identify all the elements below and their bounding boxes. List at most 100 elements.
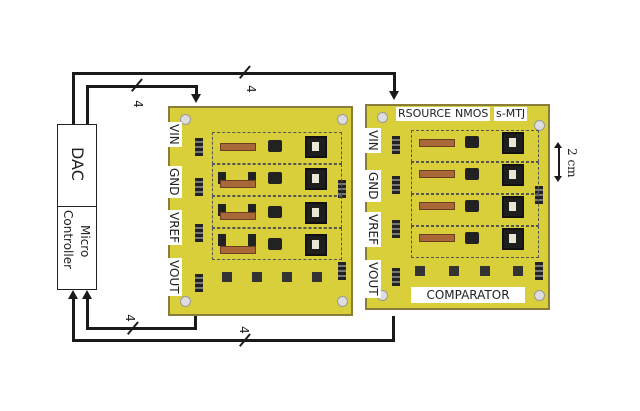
scale-bar-arrow-down	[554, 176, 562, 182]
pin-header	[392, 220, 400, 238]
cell-row	[212, 132, 342, 164]
resistor-socket	[218, 204, 226, 216]
bus-width-label: 4	[243, 85, 258, 93]
microcontroller-block: Micro Controller	[57, 206, 97, 290]
cell-row	[411, 130, 539, 162]
cell-row	[411, 226, 539, 258]
mount-screw	[337, 296, 348, 307]
arrow-to-mcu-outer	[68, 290, 78, 299]
comparator-chip	[252, 272, 262, 282]
resistor	[419, 139, 455, 147]
mount-screw	[534, 290, 545, 301]
mount-screw	[337, 114, 348, 125]
pin-label-vout: VOUT	[166, 258, 182, 296]
pin-header	[392, 268, 400, 286]
bus-bottom-inner-rise	[194, 316, 197, 330]
cell-row	[411, 194, 539, 226]
pin-header	[338, 262, 346, 280]
dac-label: DAC	[68, 147, 87, 181]
cell-row	[212, 196, 342, 228]
mtj-socket	[502, 228, 524, 250]
column-label-nmos: NMOS	[453, 107, 491, 121]
pin-header	[195, 138, 203, 156]
scale-bar-arrow-up	[554, 142, 562, 148]
dac-block: DAC	[57, 124, 97, 208]
resistor	[419, 234, 455, 242]
mtj-socket	[502, 196, 524, 218]
resistor-socket	[248, 172, 256, 184]
bus-top-inner-horizontal	[86, 85, 197, 88]
column-label-rsource: RSOURCE	[396, 107, 454, 121]
scale-bar-line	[558, 146, 560, 178]
resistor	[220, 180, 256, 188]
bus-top-inner-drop	[195, 85, 198, 95]
bus-width-label: 4	[236, 326, 251, 334]
pin-label-vref: VREF	[365, 212, 381, 248]
bus-bottom-outer-vertical	[72, 298, 75, 342]
nmos-transistor	[268, 206, 282, 218]
comparator-label: COMPARATOR	[411, 287, 525, 303]
nmos-transistor	[465, 200, 479, 212]
bus-top-inner-vertical	[86, 85, 89, 124]
resistor-socket	[248, 234, 256, 246]
bus-top-outer-vertical	[72, 72, 75, 124]
pin-header	[392, 136, 400, 154]
cell-row	[411, 162, 539, 194]
resistor-socket	[218, 234, 226, 246]
bus-top-outer-horizontal	[72, 72, 395, 75]
arrow-to-right-board	[389, 91, 399, 100]
bus-width-label: 4	[122, 314, 137, 322]
cell-row	[212, 228, 342, 260]
mount-screw	[534, 120, 545, 131]
arrow-to-left-board	[191, 94, 201, 103]
scale-bar-label: 2 cm	[565, 148, 579, 178]
resistor	[419, 170, 455, 178]
resistor	[220, 246, 256, 254]
resistor	[220, 212, 256, 220]
nmos-transistor	[465, 168, 479, 180]
comparator-chip	[480, 266, 490, 276]
column-label-smtj: s-MTJ	[494, 107, 528, 121]
resistor	[419, 202, 455, 210]
mtj-socket	[305, 136, 327, 158]
pin-header	[195, 224, 203, 242]
pin-label-gnd: GND	[365, 170, 381, 202]
pin-header	[338, 180, 346, 198]
pin-header	[195, 178, 203, 196]
mtj-socket	[305, 202, 327, 224]
nmos-transistor	[268, 140, 282, 152]
mtj-socket	[502, 132, 524, 154]
pin-label-vin: VIN	[365, 128, 381, 153]
controller-label: Controller	[61, 210, 75, 270]
bus-top-outer-drop	[393, 72, 396, 92]
mtj-socket	[305, 168, 327, 190]
pin-header	[392, 176, 400, 194]
nmos-transistor	[268, 172, 282, 184]
mount-screw	[180, 114, 191, 125]
pin-label-vref: VREF	[166, 210, 182, 246]
nmos-transistor	[268, 238, 282, 250]
mount-screw	[377, 112, 388, 123]
bus-bottom-outer-horizontal	[72, 339, 395, 342]
pin-header	[535, 262, 543, 280]
pcb-board-left	[168, 106, 353, 316]
pin-header	[535, 186, 543, 204]
nmos-transistor	[465, 232, 479, 244]
comparator-chip	[312, 272, 322, 282]
pin-header	[195, 274, 203, 292]
pin-label-vin: VIN	[166, 122, 182, 147]
comparator-chip	[513, 266, 523, 276]
comparator-chip	[222, 272, 232, 282]
bus-bottom-outer-rise	[392, 316, 395, 342]
comparator-chip	[415, 266, 425, 276]
pin-label-gnd: GND	[166, 166, 182, 198]
comparator-chip	[282, 272, 292, 282]
resistor-socket	[218, 172, 226, 184]
resistor-socket	[248, 204, 256, 216]
pcb-board-right	[365, 104, 550, 310]
comparator-chip	[449, 266, 459, 276]
resistor	[220, 143, 256, 151]
mtj-socket	[502, 164, 524, 186]
mtj-socket	[305, 234, 327, 256]
bus-bottom-inner-horizontal	[86, 327, 197, 330]
